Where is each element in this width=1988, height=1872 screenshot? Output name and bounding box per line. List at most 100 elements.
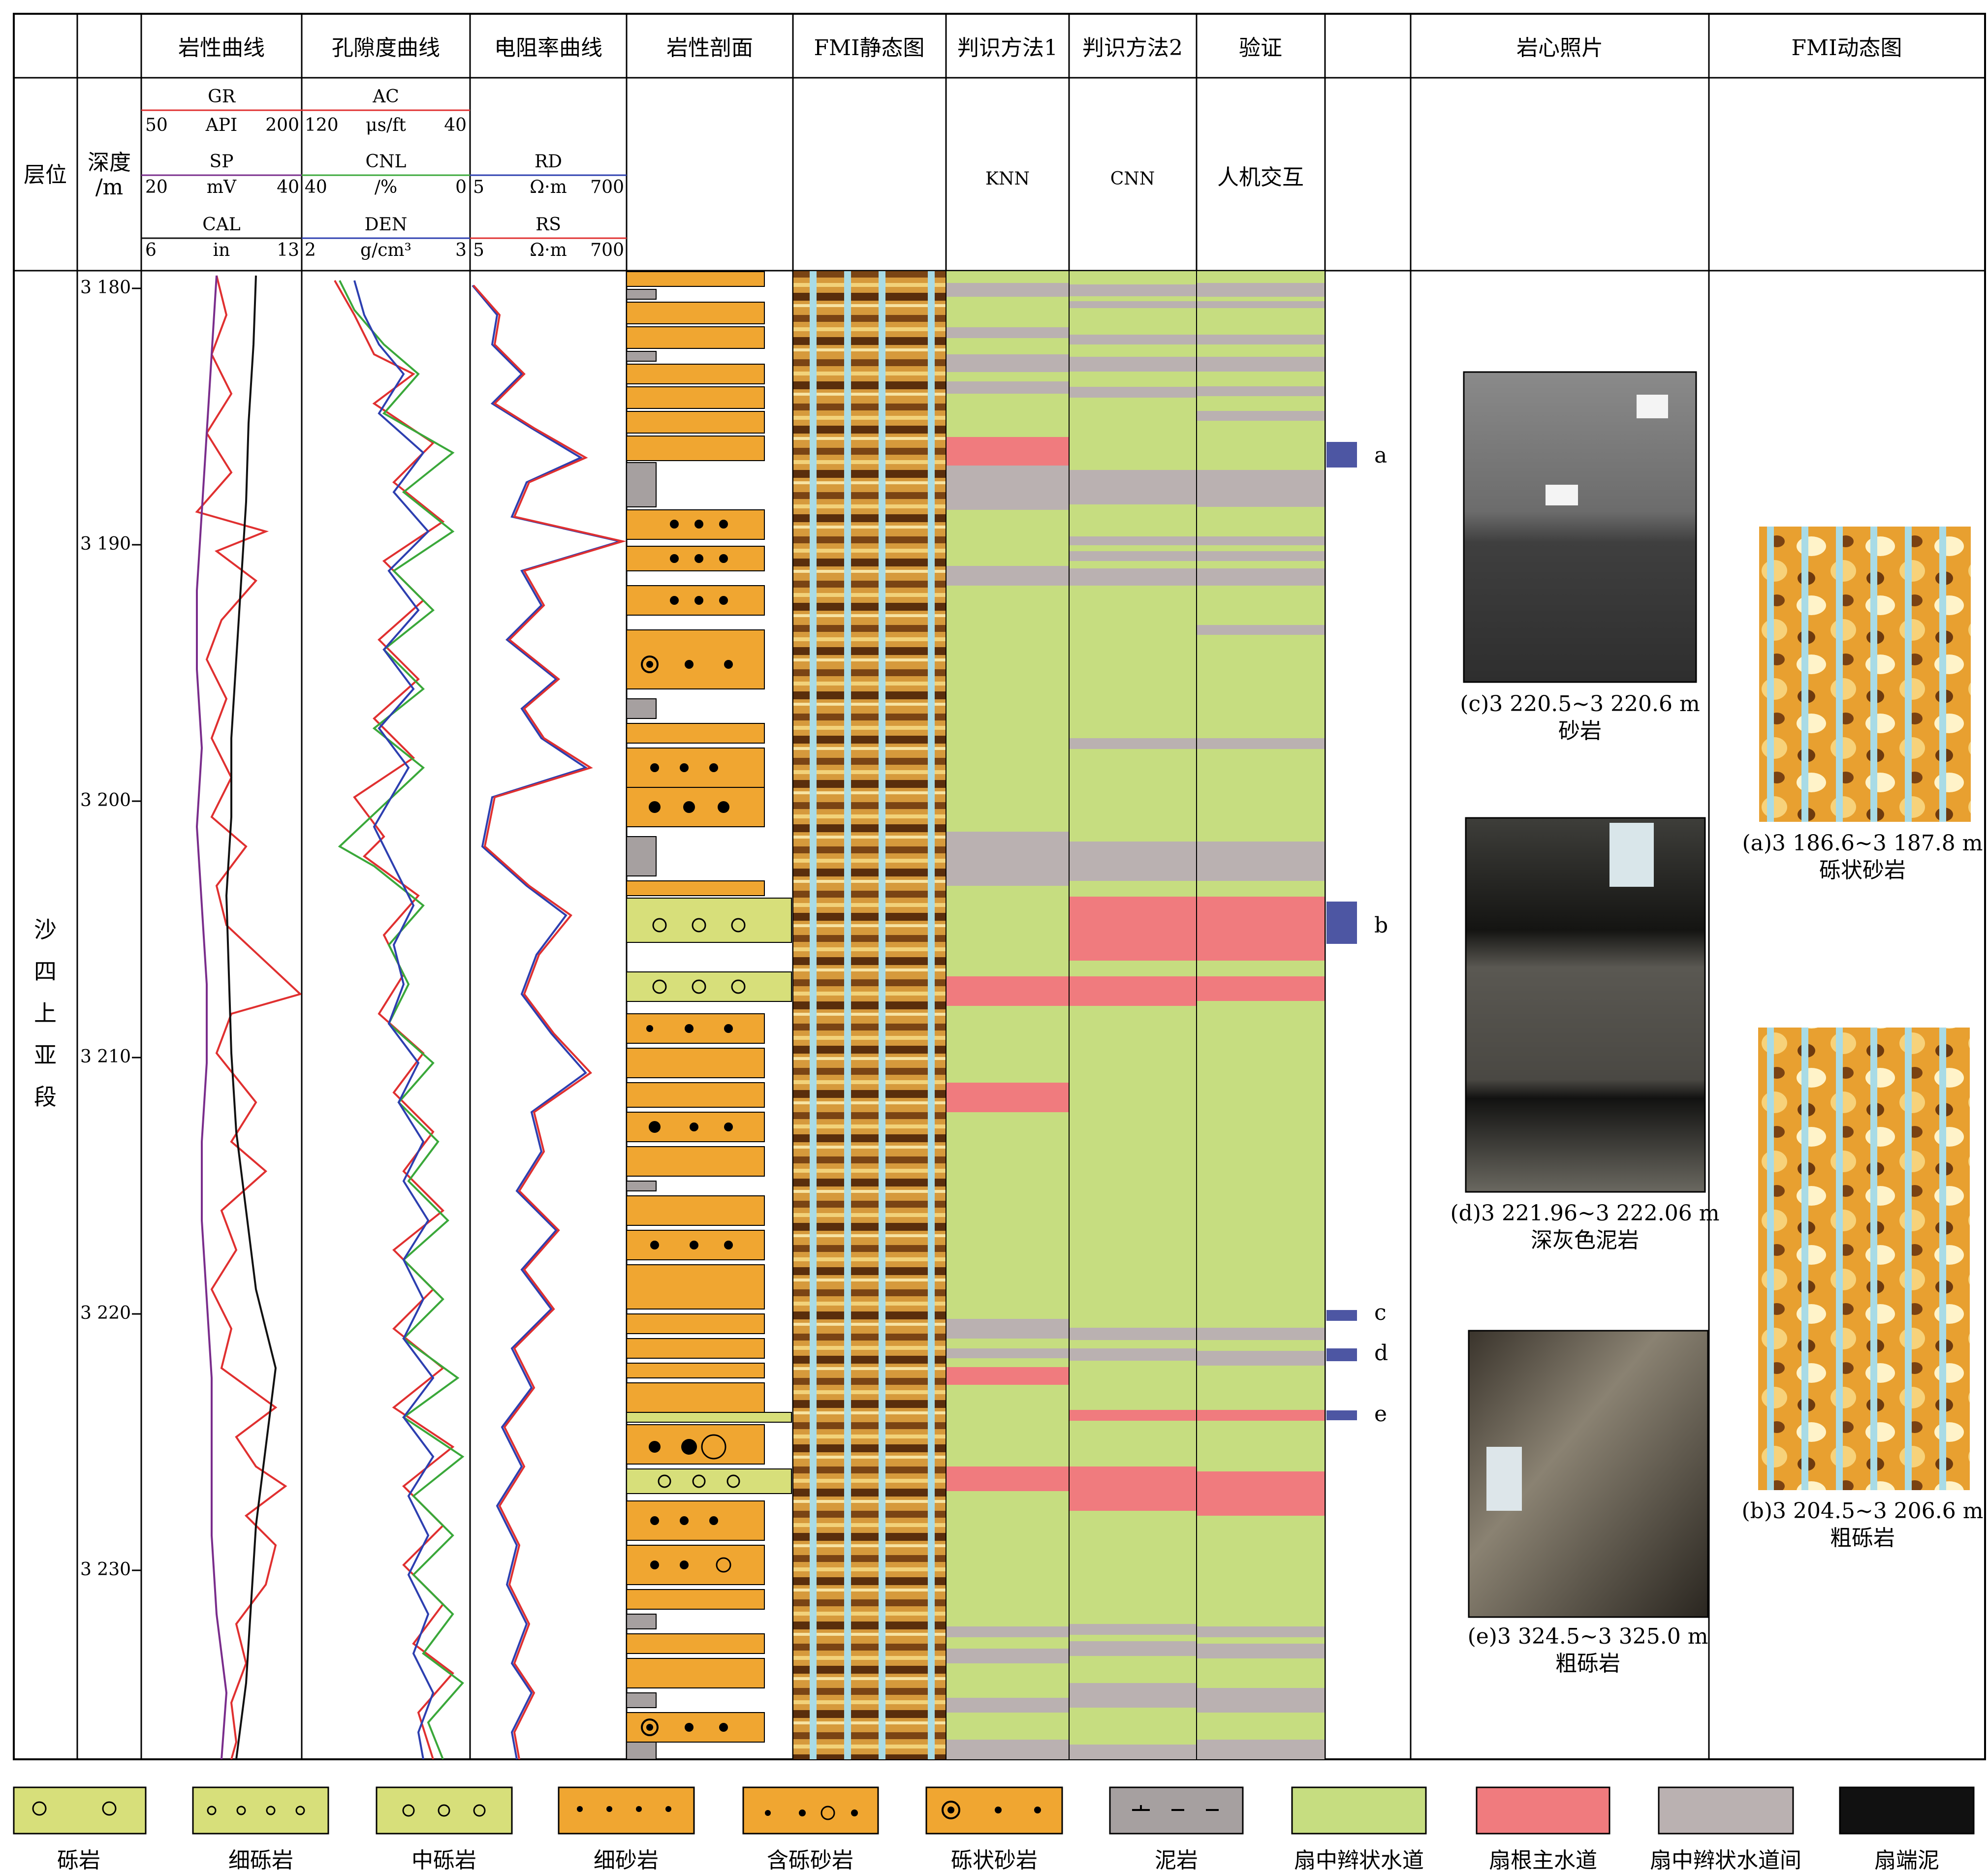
header-method2: 判识方法2 bbox=[1082, 35, 1183, 61]
fmi-caption-lith: 粗砾岩 bbox=[1830, 1526, 1895, 1551]
header-por-curve: 孔隙度曲线 bbox=[332, 35, 440, 61]
depth-tick-label: 3 220 bbox=[80, 1303, 131, 1323]
lith-band bbox=[626, 1146, 765, 1177]
den-curve bbox=[353, 280, 435, 1759]
lith-band bbox=[626, 271, 765, 287]
lith-band bbox=[626, 898, 792, 943]
lith-band bbox=[626, 787, 765, 827]
marker-e-box bbox=[1326, 1410, 1357, 1420]
fmi-dynamic-a bbox=[1759, 527, 1971, 822]
core-caption-id: (e)3 324.5~3 325.0 m bbox=[1468, 1624, 1708, 1649]
header-layer: 层位 bbox=[24, 162, 67, 187]
legend-item bbox=[192, 1786, 329, 1835]
depth-ticks bbox=[132, 287, 141, 1571]
header-depth-unit: /m bbox=[95, 175, 124, 200]
rd-name: RD bbox=[535, 152, 562, 172]
lith-band bbox=[626, 1363, 765, 1378]
lith-band bbox=[626, 1382, 765, 1413]
lith-band bbox=[626, 1468, 792, 1494]
core-photo-d bbox=[1465, 817, 1706, 1193]
lith-band bbox=[626, 1313, 765, 1334]
lith-dots bbox=[641, 520, 746, 1736]
layer-char: 沙 bbox=[34, 916, 57, 943]
fmi-static-image bbox=[793, 271, 946, 1759]
ac-curve bbox=[334, 280, 455, 1759]
marker-a-label: a bbox=[1374, 443, 1387, 468]
marker-b-box bbox=[1326, 902, 1357, 944]
cal-min: 6 bbox=[145, 240, 157, 260]
depth-tick-label: 3 210 bbox=[80, 1047, 131, 1067]
method1-name: KNN bbox=[985, 169, 1030, 189]
fmi-dynamic-b bbox=[1758, 1028, 1970, 1490]
lith-band bbox=[626, 289, 657, 300]
lith-band bbox=[626, 326, 765, 349]
sp-unit: mV bbox=[207, 177, 237, 197]
lith-band bbox=[626, 1614, 657, 1629]
res-curves bbox=[472, 284, 627, 1759]
depth-tick-label: 3 230 bbox=[80, 1560, 131, 1580]
header-lith-curve: 岩性曲线 bbox=[178, 35, 265, 61]
header-fmi-dynamic: FMI动态图 bbox=[1792, 35, 1902, 61]
facies-verify bbox=[1197, 271, 1325, 1759]
lith-band bbox=[626, 364, 765, 384]
legend-label: 扇中辫状水道 bbox=[1294, 1848, 1424, 1872]
marker-d-label: d bbox=[1374, 1341, 1388, 1366]
lith-band bbox=[626, 462, 657, 507]
lith-band bbox=[626, 698, 657, 719]
lith-band bbox=[626, 748, 765, 788]
legend-label: 砾状砂岩 bbox=[951, 1848, 1038, 1872]
lith-band bbox=[626, 386, 765, 409]
lith-band bbox=[626, 836, 657, 876]
header-method1: 判识方法1 bbox=[957, 35, 1058, 61]
cnl-name: CNL bbox=[366, 152, 407, 172]
core-caption-lith: 深灰色泥岩 bbox=[1531, 1228, 1639, 1253]
depth-tick-label: 3 190 bbox=[80, 534, 131, 554]
rs-unit: Ω·m bbox=[530, 240, 567, 260]
layer-char: 亚 bbox=[34, 1042, 57, 1068]
marker-e-label: e bbox=[1374, 1402, 1387, 1427]
rd-curve bbox=[472, 284, 624, 1759]
cal-max: 13 bbox=[277, 240, 299, 260]
lith-band bbox=[626, 629, 765, 689]
den-name: DEN bbox=[365, 215, 408, 235]
marker-c-box bbox=[1326, 1310, 1357, 1321]
den-unit: g/cm³ bbox=[360, 240, 411, 260]
lith-band bbox=[626, 971, 792, 1002]
legend-label: 扇中辫状水道间 bbox=[1650, 1848, 1801, 1872]
fmi-dynamic-images bbox=[1758, 527, 1971, 1490]
legend-item bbox=[13, 1786, 147, 1835]
lith-band bbox=[626, 1412, 792, 1423]
rd-min: 5 bbox=[473, 177, 484, 197]
rd-unit: Ω·m bbox=[530, 177, 567, 197]
legend-item bbox=[742, 1786, 879, 1835]
cnl-max: 0 bbox=[455, 177, 467, 197]
header-fmi-static: FMI静态图 bbox=[814, 35, 925, 61]
header-core-photo: 岩心照片 bbox=[1516, 35, 1603, 61]
legend-label: 中砾岩 bbox=[411, 1848, 476, 1872]
core-photo-c bbox=[1463, 371, 1697, 683]
gr-curve bbox=[195, 275, 301, 1759]
lith-band bbox=[626, 1633, 765, 1654]
lith-band bbox=[626, 1742, 657, 1760]
lith-band bbox=[626, 1500, 765, 1541]
den-min: 2 bbox=[305, 240, 316, 260]
lith-profile bbox=[626, 271, 792, 1760]
cal-unit: in bbox=[213, 240, 230, 260]
legend-item bbox=[925, 1786, 1063, 1835]
legend-label: 细砾岩 bbox=[228, 1848, 293, 1872]
rs-max: 700 bbox=[590, 240, 624, 260]
core-caption-lith: 砂岩 bbox=[1558, 718, 1602, 744]
fmi-caption-id: (a)3 186.6~3 187.8 m bbox=[1742, 831, 1983, 856]
lith-band bbox=[626, 1264, 765, 1310]
marker-c-label: c bbox=[1374, 1300, 1387, 1325]
legend-item bbox=[1839, 1786, 1975, 1835]
sp-min: 20 bbox=[145, 177, 168, 197]
scale-headers: GR 50 API 200 SP 20 mV 40 CAL 6 in 13 AC… bbox=[141, 87, 627, 260]
ac-name: AC bbox=[372, 87, 399, 107]
gr-name: GR bbox=[208, 87, 236, 107]
lith-band bbox=[626, 1338, 765, 1359]
verify-name: 人机交互 bbox=[1217, 165, 1304, 190]
legend-item bbox=[1109, 1786, 1244, 1835]
gr-unit: API bbox=[205, 115, 237, 135]
legend-item bbox=[558, 1786, 695, 1835]
